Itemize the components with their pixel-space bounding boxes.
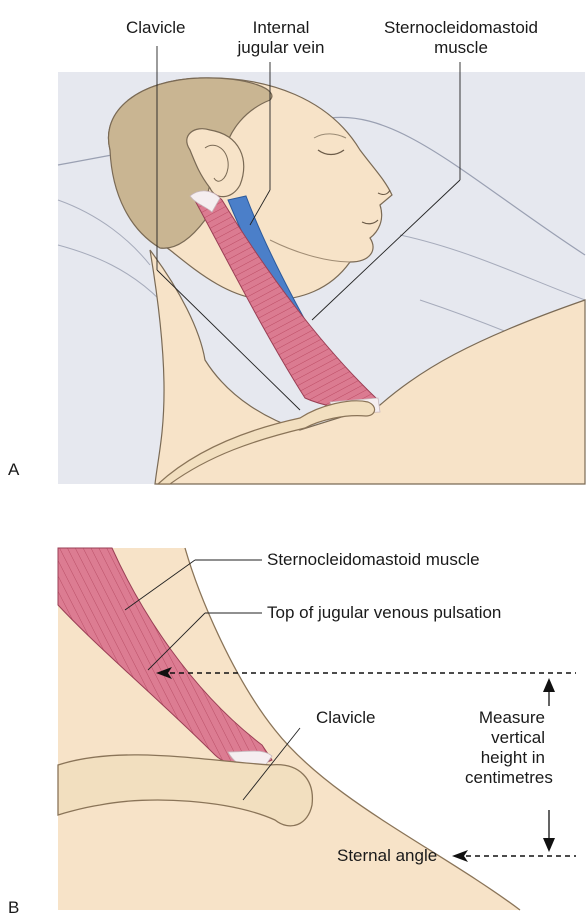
leader-clavicle-b — [242, 727, 301, 801]
label-sternocleidomastoid-b: Sternocleidomastoid muscle — [267, 550, 480, 569]
label-measure-line2: vertical — [491, 728, 545, 747]
panel-letter-b: B — [8, 898, 20, 917]
label-clavicle-a: Clavicle — [126, 18, 186, 37]
ear-detail — [204, 144, 229, 182]
panel-letter-a: A — [8, 460, 20, 479]
label-measure-line4: centimetres — [465, 768, 553, 787]
panel-b-skin — [58, 548, 520, 910]
neck-and-shoulder — [149, 249, 586, 485]
sternocleidomastoid-tendon-top — [189, 190, 221, 213]
ear — [186, 128, 245, 198]
nostril — [377, 189, 391, 195]
panel-b — [57, 547, 576, 911]
eyebrow — [313, 133, 347, 139]
clavicle-bone — [156, 400, 376, 485]
label-ijv-line1: Internal — [252, 18, 310, 37]
label-measure: Measure vertical height in centimetres — [465, 708, 553, 788]
closed-eye — [317, 149, 345, 156]
panel-a — [57, 46, 586, 485]
sternal-angle-arrowhead — [452, 850, 468, 862]
leader-scm-b-2 — [124, 559, 196, 611]
vertical-measure-arrow-down — [543, 838, 555, 852]
mouth — [361, 219, 379, 225]
jvp-level-arrowhead — [156, 667, 172, 679]
leader-ijv-2 — [249, 189, 271, 226]
label-internal-jugular-vein: Internal jugular vein — [226, 18, 336, 58]
sheet-fold-lines — [57, 199, 586, 366]
label-top-of-jvp: Top of jugular venous pulsation — [267, 603, 502, 622]
vertical-measure-arrow-up — [543, 678, 555, 692]
panel-b-clavicle-bone — [57, 754, 313, 827]
label-measure-line1: Measure — [478, 708, 545, 727]
label-sternal-angle: Sternal angle — [337, 846, 438, 865]
leader-jvp-top-2 — [147, 612, 206, 671]
label-sternocleidomastoid-a: Sternocleidomastoid muscle — [372, 18, 550, 58]
leader-scm-a-2 — [311, 179, 461, 321]
label-measure-line3: height in — [480, 748, 545, 767]
leader-clavicle-a-2 — [156, 269, 301, 411]
label-clavicle-b: Clavicle — [316, 708, 376, 727]
label-ijv-line2: jugular vein — [237, 38, 325, 57]
jawline — [269, 239, 351, 263]
panel-b-neck-outline — [184, 547, 521, 911]
label-scm-a-line2: muscle — [434, 38, 488, 57]
label-scm-a-line1: Sternocleidomastoid — [383, 18, 539, 37]
